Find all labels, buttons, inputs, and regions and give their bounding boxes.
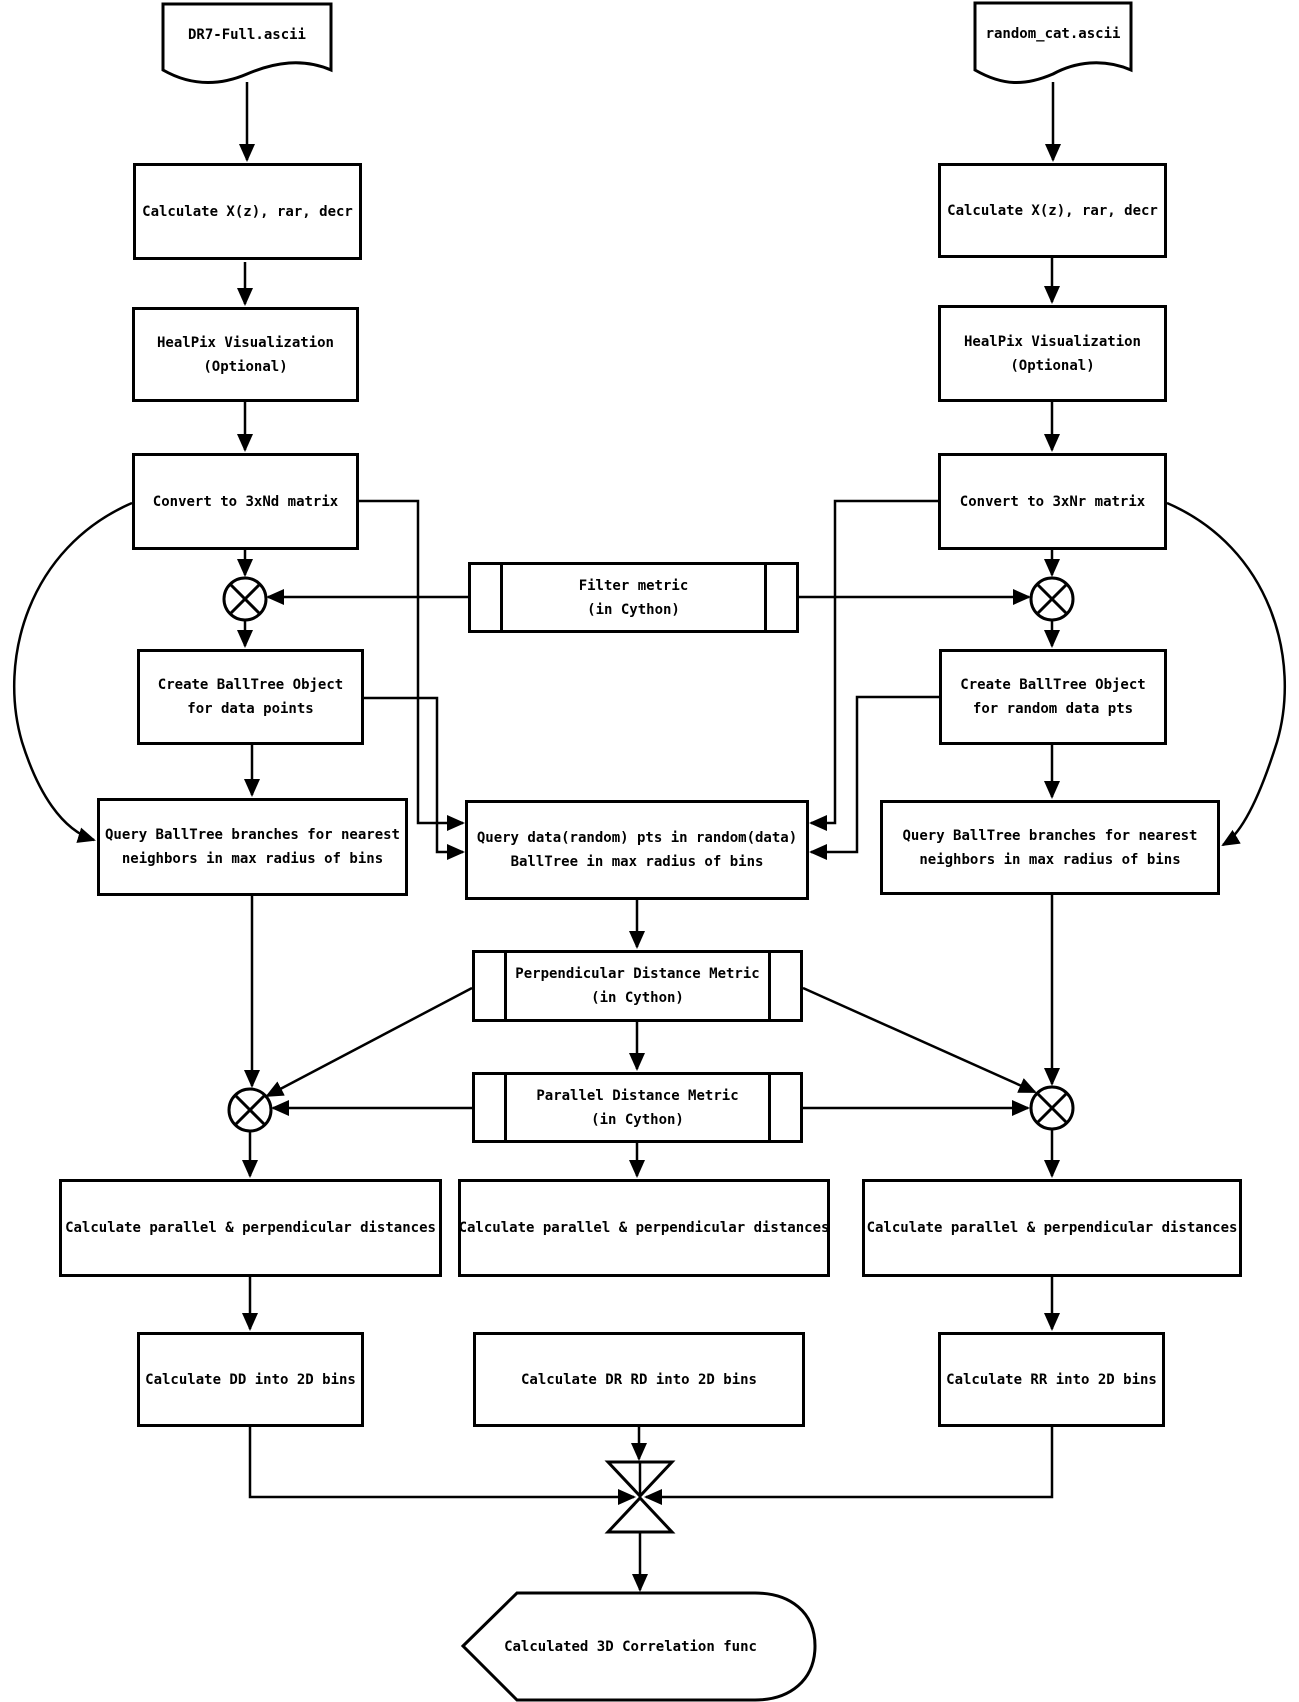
process-box-query-left: Query BallTree branches for nearest neig…: [97, 798, 408, 896]
display-label-text: Calculated 3D Correlation func: [504, 1638, 757, 1655]
box-label: (in Cython): [587, 601, 680, 618]
process-box-query-mid: Query data(random) pts in random(data) B…: [465, 800, 809, 900]
box-label: Create BallTree Object: [960, 677, 1146, 693]
box-label: Query BallTree branches for nearest: [104, 827, 400, 843]
document-label-text: random_cat.ascii: [985, 26, 1121, 42]
process-box-calc-xz-right: Calculate X(z), rar, decr: [938, 163, 1167, 258]
box-label: Convert to 3xNr matrix: [959, 493, 1146, 510]
box-label: Calculate X(z), rar, decr: [142, 203, 353, 220]
box-label: Calculate parallel & perpendicular dista…: [65, 1220, 436, 1236]
process-box-balltree-random: Create BallTree Object for random data p…: [939, 649, 1167, 745]
box-label: neighbors in max radius of bins: [121, 851, 384, 867]
process-box-convert-3xnr: Convert to 3xNr matrix: [938, 453, 1167, 550]
box-label: Calculate RR into 2D bins: [946, 1371, 1157, 1388]
box-label: HealPix Visualization: [156, 334, 334, 351]
document-node-random-cat: [973, 1, 1133, 84]
box-label: Convert to 3xNd matrix: [152, 493, 339, 510]
box-label: Calculate parallel & perpendicular dista…: [866, 1220, 1238, 1236]
otimes-combine-icon-lower-left: [227, 1087, 273, 1133]
process-box-calc-drrd: Calculate DR RD into 2D bins: [473, 1332, 805, 1427]
box-label: (in Cython): [591, 990, 684, 1006]
process-box-calc-rr: Calculate RR into 2D bins: [938, 1332, 1165, 1427]
box-label: Create BallTree Object: [157, 677, 344, 693]
box-label: Query BallTree branches for nearest: [902, 827, 1198, 844]
box-label: Calculate X(z), rar, decr: [947, 202, 1158, 219]
otimes-combine-icon-upper-right: [1029, 576, 1075, 622]
process-box-calc-dist-left: Calculate parallel & perpendicular dista…: [59, 1179, 442, 1277]
box-label: Perpendicular Distance Metric: [515, 966, 760, 982]
subroutine-box-perpendicular-metric: Perpendicular Distance Metric (in Cython…: [472, 950, 803, 1022]
box-label: neighbors in max radius of bins: [919, 851, 1181, 868]
box-label: Calculate parallel & perpendicular dista…: [458, 1220, 830, 1236]
subroutine-box-filter-metric: Filter metric (in Cython): [468, 562, 799, 633]
process-box-healpix-left: HealPix Visualization (Optional): [132, 307, 359, 402]
process-box-balltree-data: Create BallTree Object for data points: [137, 649, 364, 745]
box-label: for data points: [187, 701, 314, 717]
display-label-output: Calculated 3D Correlation func: [478, 1593, 783, 1700]
document-node-dr7-full: [161, 2, 333, 84]
process-box-query-right: Query BallTree branches for nearest neig…: [880, 800, 1220, 895]
connectors: [12, 82, 1287, 1592]
box-label: Filter metric: [578, 577, 689, 594]
box-label: BallTree in max radius of bins: [510, 854, 764, 870]
document-label-dr7-full: DR7-Full.ascii: [163, 4, 331, 66]
process-box-calc-dist-mid: Calculate parallel & perpendicular dista…: [458, 1179, 830, 1277]
box-label: (Optional): [1010, 357, 1095, 374]
process-box-calc-dd: Calculate DD into 2D bins: [137, 1332, 364, 1427]
otimes-combine-icon-upper-left: [222, 576, 268, 622]
document-label-text: DR7-Full.ascii: [187, 27, 306, 43]
box-label: HealPix Visualization: [963, 333, 1141, 350]
process-box-convert-3xnd: Convert to 3xNd matrix: [132, 453, 359, 550]
box-label: Calculate DD into 2D bins: [145, 1371, 356, 1388]
box-label: Parallel Distance Metric: [536, 1087, 739, 1104]
box-label: Calculate DR RD into 2D bins: [520, 1371, 757, 1388]
box-label: (in Cython): [591, 1111, 684, 1128]
document-label-random-cat: random_cat.ascii: [975, 3, 1131, 65]
bowtie-merge-icon: [604, 1460, 676, 1534]
process-box-calc-xz-left: Calculate X(z), rar, decr: [133, 163, 362, 260]
otimes-combine-icon-lower-right: [1029, 1085, 1075, 1131]
box-label: for random data pts: [972, 701, 1134, 717]
box-label: (Optional): [203, 358, 288, 375]
display-node-output: [460, 1591, 817, 1702]
box-label: Query data(random) pts in random(data): [476, 830, 798, 846]
process-box-healpix-right: HealPix Visualization (Optional): [938, 305, 1167, 402]
process-box-calc-dist-right: Calculate parallel & perpendicular dista…: [862, 1179, 1242, 1277]
subroutine-box-parallel-metric: Parallel Distance Metric (in Cython): [472, 1072, 803, 1143]
